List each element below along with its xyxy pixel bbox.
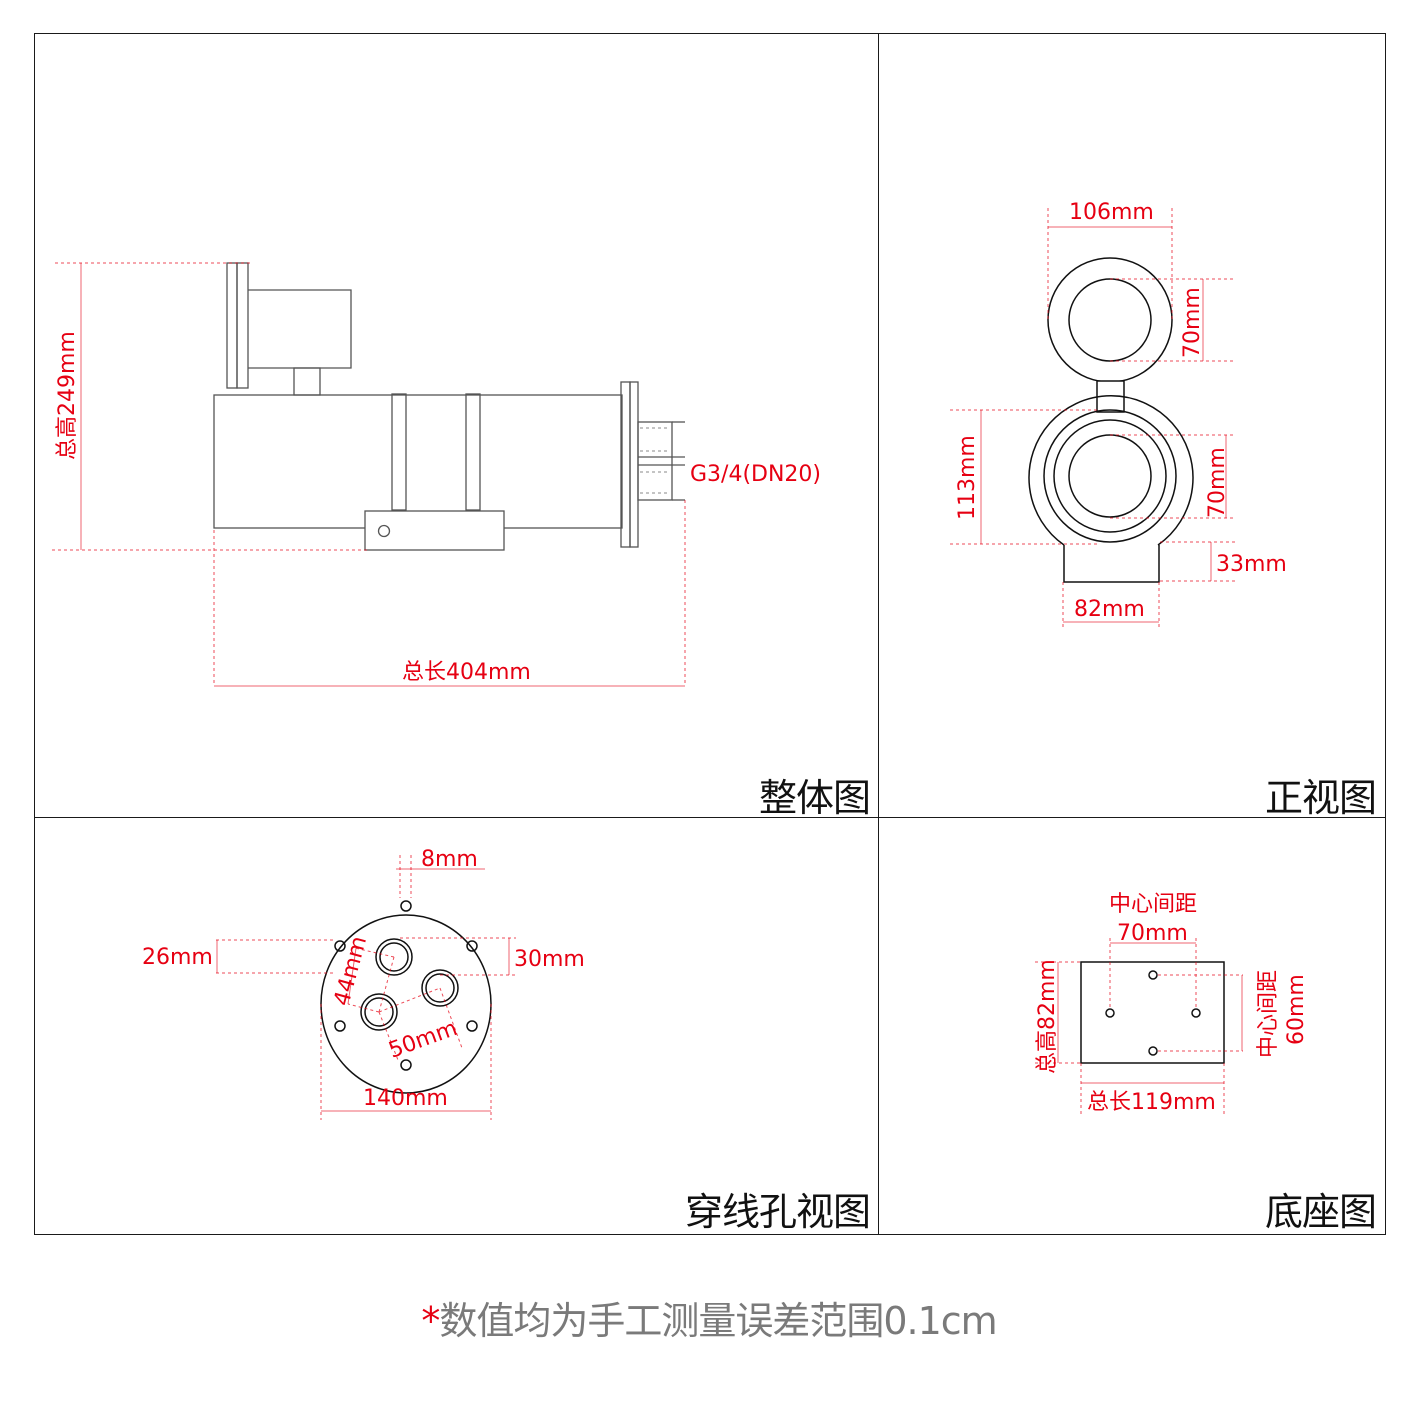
footnote-asterisk: *: [421, 1299, 440, 1343]
label-right-offset: 30mm: [514, 947, 585, 972]
label-base-total-length: 总长119mm: [1087, 1090, 1216, 1115]
label-center-spacing-v: 60mm: [1284, 974, 1309, 1045]
panel-title-front: 正视图: [1264, 776, 1377, 820]
label-thread: G3/4(DN20): [690, 462, 821, 487]
panel-title-overall: 整体图: [758, 776, 871, 820]
label-top-width: 106mm: [1069, 200, 1154, 225]
panel-overall: [34, 33, 880, 819]
label-top-inner: 70mm: [1180, 287, 1205, 358]
label-left-offset: 26mm: [142, 945, 213, 970]
label-spacing-b: 50mm: [386, 1016, 461, 1064]
panel-base-view: [878, 817, 1386, 1235]
label-body-height: 113mm: [955, 435, 980, 520]
label-base-height: 33mm: [1216, 552, 1287, 577]
label-bolt-hole: 8mm: [421, 847, 478, 872]
label-spacing-a: 44mm: [330, 934, 372, 1009]
panel-cable-hole-view: [34, 817, 880, 1235]
footnote-text: 数值均为手工测量误差范围0.1cm: [439, 1299, 997, 1343]
label-total-length: 总长404mm: [402, 660, 531, 685]
measurement-footnote: *数值均为手工测量误差范围0.1cm: [0, 1290, 1418, 1345]
label-diameter: 140mm: [363, 1086, 448, 1111]
panel-title-cable-hole: 穿线孔视图: [684, 1190, 871, 1234]
label-total-height: 总高249mm: [55, 331, 80, 460]
label-center-spacing-v-title: 中心间距: [1256, 970, 1281, 1058]
panel-front-view: [878, 33, 1386, 819]
label-base-width: 82mm: [1074, 597, 1145, 622]
label-center-spacing-h: 70mm: [1117, 921, 1188, 946]
label-base-total-height: 总高82mm: [1035, 959, 1060, 1074]
label-body-inner: 70mm: [1205, 447, 1230, 518]
label-center-spacing-h-title: 中心间距: [1109, 892, 1197, 917]
panel-title-base: 底座图: [1264, 1190, 1377, 1234]
